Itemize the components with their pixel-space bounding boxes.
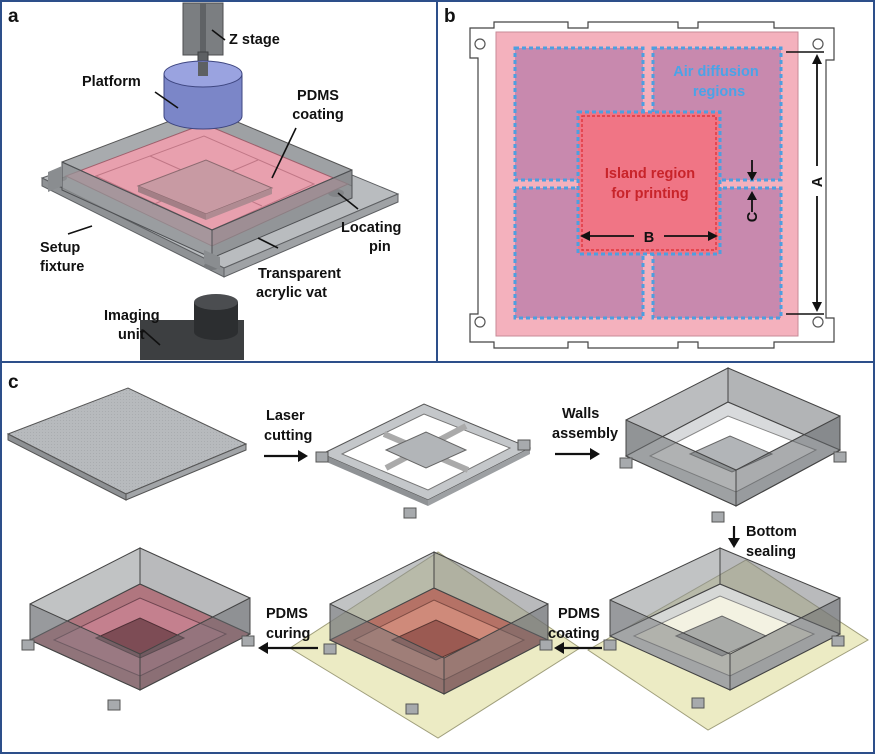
platform	[163, 73, 243, 130]
label-bottom-line2: sealing	[746, 544, 796, 560]
panel-label-a: a	[8, 6, 19, 27]
step-pdms-coating	[289, 551, 581, 739]
pin-hole-tr	[812, 38, 824, 50]
label-bottom-line1: Bottom	[746, 524, 797, 540]
label-locating-pin-line2: pin	[369, 239, 391, 255]
label-transparent-vat-line1: Transparent	[258, 266, 341, 282]
step-walls-assembly	[619, 367, 847, 523]
label-locating-pin-line1: Locating	[341, 220, 401, 236]
label-pdms-curing-line2: curing	[266, 626, 310, 642]
label-pdms-coating-line2: coating	[292, 107, 344, 123]
label-imaging-unit-line2: unit	[118, 327, 145, 343]
panel-c: c	[6, 367, 869, 739]
label-air-diffusion-line2: regions	[693, 84, 745, 100]
pin-hole-tl	[474, 38, 486, 50]
label-pdms-coating-line2: coating	[548, 626, 600, 642]
arrow-bottom-sealing	[728, 526, 740, 548]
label-pdms-coating-line1: PDMS	[297, 88, 339, 104]
label-z-stage: Z stage	[229, 32, 280, 48]
panel-b: b Air diffusion regions Island region fo…	[444, 6, 835, 349]
step-acrylic-sheet	[6, 387, 248, 501]
step-bottom-sealing	[587, 547, 869, 731]
dim-label-c: C	[745, 211, 761, 222]
island-region	[576, 110, 722, 256]
step-laser-cut-frame	[315, 403, 532, 519]
label-laser-line1: Laser	[266, 408, 305, 424]
panel-a: a Z stage Platform PDMS coating Setup fi…	[2, 2, 436, 361]
label-laser-line2: cutting	[264, 428, 312, 444]
pin-hole-br	[812, 316, 824, 328]
label-walls-line2: assembly	[552, 426, 618, 442]
arrow-laser-cutting	[264, 450, 308, 462]
panel-label-c: c	[8, 372, 19, 393]
arrow-pdms-curing	[258, 642, 318, 654]
label-air-diffusion-line1: Air diffusion	[673, 64, 758, 80]
label-walls-line1: Walls	[562, 406, 599, 422]
label-island-line2: for printing	[611, 186, 688, 202]
imaging-unit-lens	[194, 302, 238, 340]
label-setup-fixture-line2: fixture	[40, 259, 84, 275]
pin-hole-bl	[474, 316, 486, 328]
dim-label-a: A	[810, 176, 826, 187]
label-transparent-vat-line2: acrylic vat	[256, 285, 327, 301]
arrow-walls-assembly	[555, 448, 600, 460]
label-setup-fixture-line1: Setup	[40, 240, 80, 256]
label-pdms-curing-line1: PDMS	[266, 606, 308, 622]
arrow-pdms-coating	[554, 642, 602, 654]
label-pdms-coating-line1: PDMS	[558, 606, 600, 622]
dim-label-b: B	[644, 230, 654, 246]
label-imaging-unit-line1: Imaging	[104, 308, 160, 324]
label-platform: Platform	[82, 74, 141, 90]
panel-label-b: b	[444, 6, 456, 27]
label-island-line1: Island region	[605, 166, 695, 182]
step-pdms-curing	[21, 547, 255, 711]
